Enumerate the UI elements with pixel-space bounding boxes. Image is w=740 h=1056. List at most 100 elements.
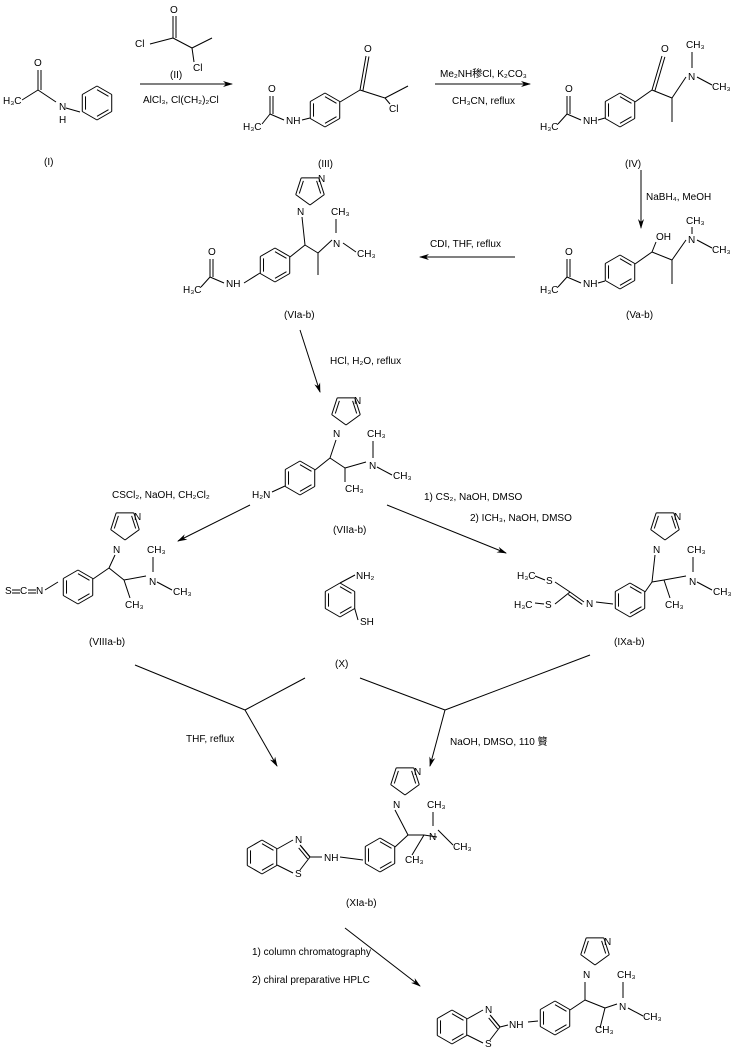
atom-label: N: [369, 461, 376, 472]
atom-label: CH₃: [331, 207, 350, 218]
benzene-ring: [77, 569, 93, 579]
imidazole-ring: [390, 784, 406, 796]
reagents: (II) AlCl₃, Cl(CH₂)₂Cl Me₂NH䅟Cl, K₂CO₃ C…: [112, 67, 711, 986]
r2-reagent-top: Me₂NH䅟Cl, K₂CO₃: [440, 67, 527, 80]
bond: [359, 89, 386, 99]
bond: [317, 239, 333, 254]
atom-label: NH: [509, 1020, 523, 1031]
atom-label: NH₂: [356, 571, 374, 582]
atom-label: S: [485, 1039, 492, 1050]
imidazole-ring: [354, 397, 361, 415]
bond: [123, 579, 131, 599]
double-bond: [359, 55, 367, 91]
ring-double-bond: [299, 464, 312, 472]
imidazole-ring: [133, 512, 140, 530]
bond: [566, 113, 582, 121]
bond: [466, 1009, 484, 1020]
atom-label: O: [565, 247, 573, 258]
benzene-ring: [554, 1026, 570, 1036]
benzene-ring: [325, 582, 341, 592]
bond: [499, 1024, 509, 1028]
compound-label-VIII: (VIIIa-b): [89, 637, 125, 648]
atom-label: N: [59, 102, 66, 113]
benzene-ring: [615, 582, 631, 592]
bond: [304, 244, 319, 254]
bond: [671, 76, 687, 99]
imidazole-ring: [331, 397, 338, 415]
bond: [634, 251, 653, 265]
atom-label: N: [318, 174, 325, 185]
atom-label: NH: [324, 853, 338, 864]
bond: [437, 829, 454, 846]
r8-reagent: THF, reflux: [186, 734, 234, 745]
ring-double-bond: [379, 861, 392, 869]
atom-label: H₃C: [3, 96, 22, 107]
double-bond: [300, 845, 311, 858]
ring-double-bond: [324, 96, 337, 104]
bond: [172, 37, 193, 49]
ring-double-bond: [619, 116, 632, 124]
benzene-ring: [299, 460, 315, 470]
atom-label: CH₃: [345, 484, 364, 495]
bond: [123, 575, 147, 581]
benzene-ring: [605, 92, 621, 102]
benzene-ring: [554, 1000, 570, 1010]
imidazole-ring: [390, 767, 397, 785]
atom-label: S: [295, 869, 302, 880]
bond: [696, 76, 713, 86]
atom-label: O: [565, 84, 573, 95]
benzene-ring: [619, 92, 635, 102]
bond: [271, 485, 286, 493]
benzene-ring: [619, 254, 635, 264]
bond: [344, 461, 367, 469]
atom-label: Cl: [389, 104, 398, 115]
bond: [651, 554, 656, 583]
benzene-ring: [77, 595, 93, 605]
atom-label: N: [604, 937, 611, 948]
bond: [663, 579, 671, 599]
atom-label: OH: [656, 232, 671, 243]
benzene-ring: [615, 608, 631, 618]
atom-label: N: [36, 586, 43, 597]
imidazole-ring: [404, 784, 420, 796]
ring-double-bond: [339, 606, 352, 614]
converge-line-right-b: [444, 654, 591, 711]
atom-label: N: [653, 545, 660, 556]
bond: [301, 117, 311, 121]
ring-double-bond: [379, 841, 392, 849]
atom-label: O: [34, 58, 42, 69]
bond: [261, 113, 271, 125]
benzothiazole-ring: [451, 1009, 467, 1019]
ring-double-bond: [316, 180, 322, 194]
ring-double-bond: [339, 586, 352, 594]
ring-double-bond: [393, 770, 399, 784]
bond: [92, 567, 110, 580]
atom-label: Cl: [193, 63, 202, 74]
converge-line-right-a: [359, 677, 446, 711]
ring-double-bond: [653, 515, 659, 529]
atom-label: CH₃: [643, 1012, 662, 1023]
bond: [599, 1007, 606, 1029]
atom-label: CH₃: [617, 970, 636, 981]
ring-double-bond: [334, 400, 340, 414]
atom-label: H₃C: [514, 600, 533, 611]
bond: [276, 864, 294, 874]
bond: [108, 554, 116, 569]
bond: [200, 276, 211, 288]
bond: [329, 439, 337, 459]
benzene-ring: [324, 92, 340, 102]
bond: [696, 581, 713, 591]
atom-label: NH: [286, 116, 300, 127]
arrow-r9: [429, 709, 446, 767]
bond: [299, 856, 311, 871]
ring-double-bond: [298, 180, 304, 194]
bond: [627, 1007, 644, 1017]
bond: [651, 241, 657, 253]
atom-label: C: [20, 586, 27, 597]
bond: [597, 280, 606, 284]
ring-double-bond: [131, 515, 137, 529]
bond: [314, 457, 331, 471]
benzothiazole-ring: [247, 839, 263, 849]
atom-label: N: [429, 832, 436, 843]
atom-label: Cl: [135, 39, 144, 50]
